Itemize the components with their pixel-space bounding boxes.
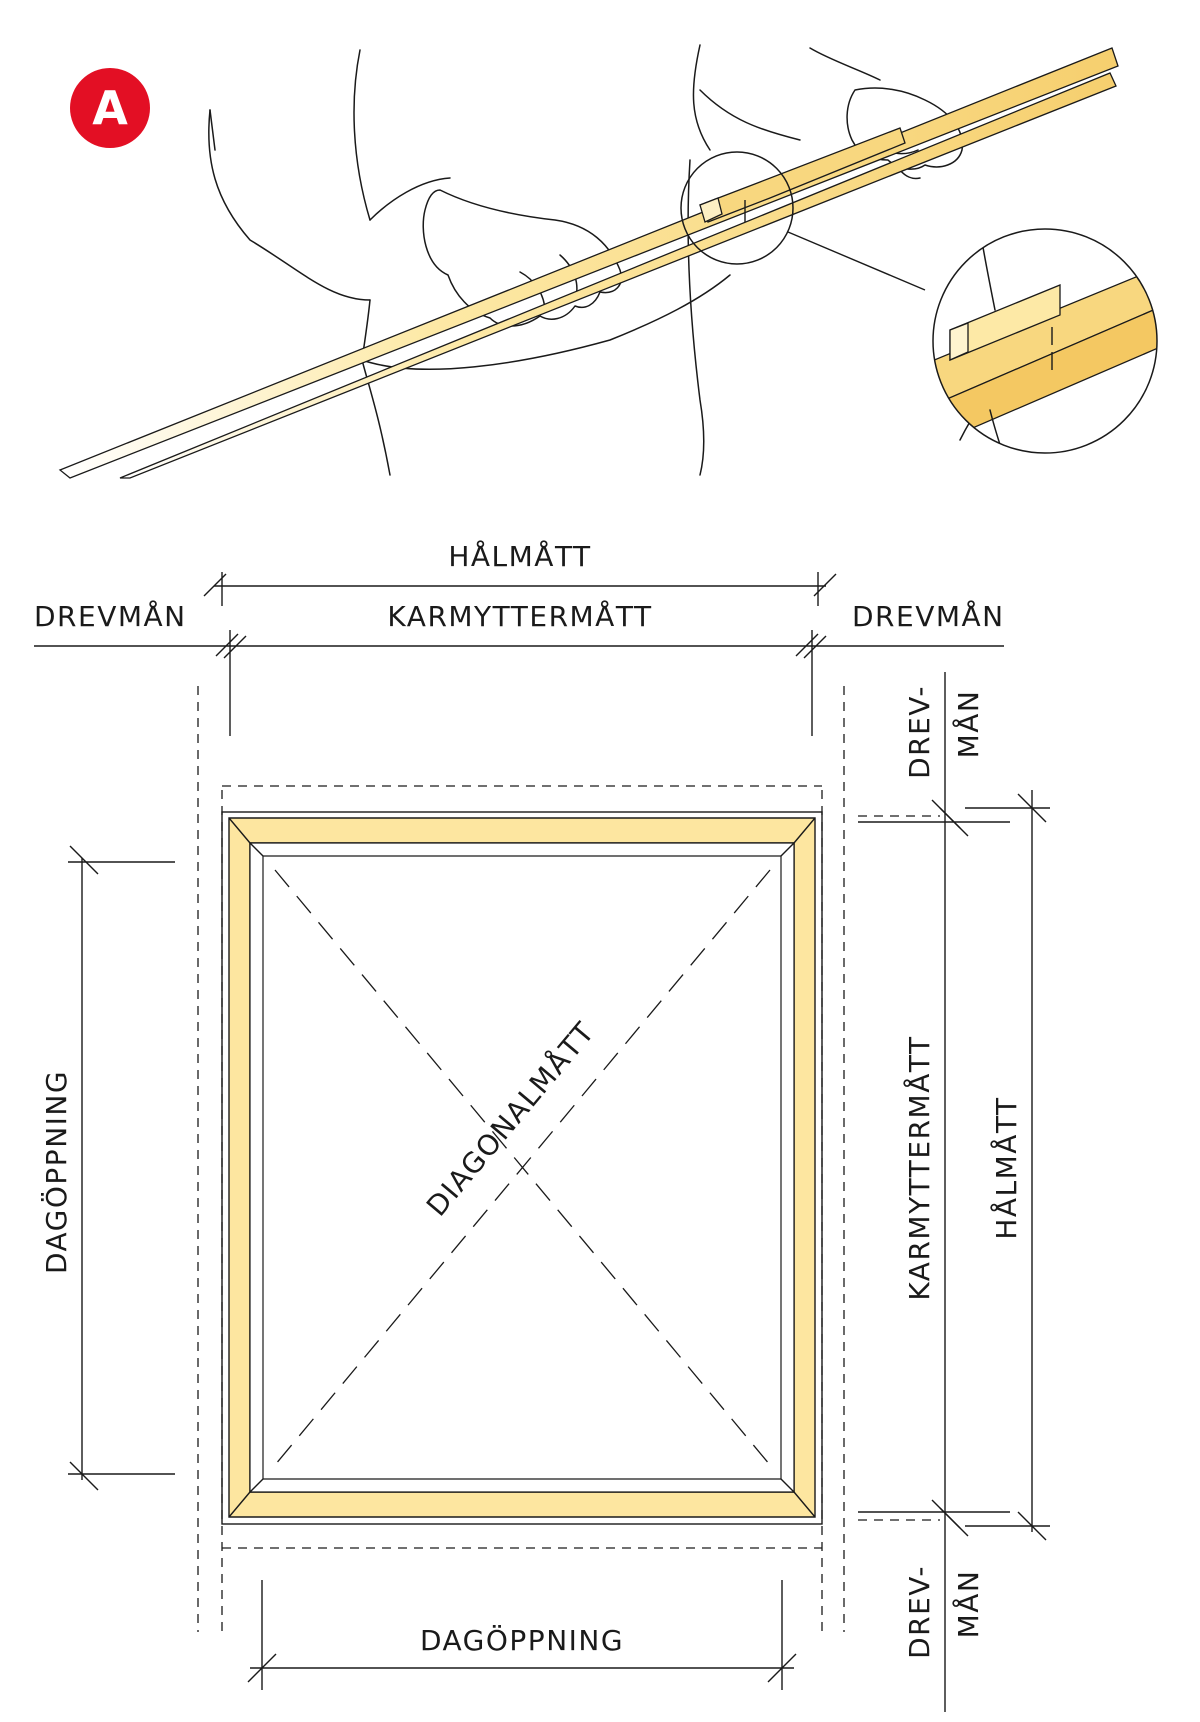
drev-bottom-line2: MÅN	[951, 1570, 985, 1639]
diagonal-2	[274, 869, 771, 1466]
rod-short	[119, 72, 1117, 479]
karmyttermatt-top-label: KARMYTTERMÅTT	[387, 599, 652, 633]
karmyttermatt-top-dimension: KARMYTTERMÅTT DREVMÅN DREVMÅN	[34, 599, 1005, 736]
dagoppning-bottom-dimension: DAGÖPPNING	[247, 1580, 797, 1690]
dagoppning-left-label: DAGÖPPNING	[39, 1070, 73, 1274]
badge-circle	[70, 68, 150, 148]
zoom-detail-circle	[932, 228, 1158, 454]
karmyttermatt-side-label: KARMYTTERMÅTT	[902, 1035, 936, 1300]
detail-magnifier	[680, 151, 794, 265]
window-frame: DIAGONALMÅTT	[221, 811, 823, 1525]
measurement-drawing: HÅLMÅTT KARMYTTERMÅTT DREVMÅN DREVMÅN	[34, 539, 1050, 1712]
halmatt-top-label: HÅLMÅTT	[448, 539, 591, 573]
step-badge: A	[70, 68, 150, 148]
halmatt-side-label: HÅLMÅTT	[989, 1096, 1023, 1239]
drevman-left-label: DREVMÅN	[34, 599, 187, 633]
rod-end-cap	[699, 197, 723, 223]
frame-outer-border	[221, 811, 823, 1525]
halmatt-top-dimension: HÅLMÅTT	[203, 539, 837, 606]
measuring-illustration: A	[58, 44, 1158, 479]
karmyttermatt-side-dimension: KARMYTTERMÅTT DREV- MÅN DREV- MÅN	[858, 672, 1010, 1712]
measuring-rods	[58, 47, 1119, 479]
badge-letter: A	[92, 81, 128, 135]
zoom-detail	[933, 229, 1157, 453]
dagoppning-bottom-label: DAGÖPPNING	[420, 1623, 624, 1657]
rod-overlap-block	[699, 127, 906, 223]
drev-top-line1: DREV-	[903, 685, 936, 779]
drevman-right-label: DREVMÅN	[852, 599, 1005, 633]
drev-top-line2: MÅN	[951, 690, 985, 759]
halmatt-side-dimension: HÅLMÅTT	[965, 790, 1050, 1541]
drev-bottom-line1: DREV-	[903, 1565, 936, 1659]
detail-leader-line	[787, 231, 926, 291]
diagonalmatt-label: DIAGONALMÅTT	[419, 1015, 601, 1223]
dagoppning-left-dimension: DAGÖPPNING	[39, 845, 175, 1491]
